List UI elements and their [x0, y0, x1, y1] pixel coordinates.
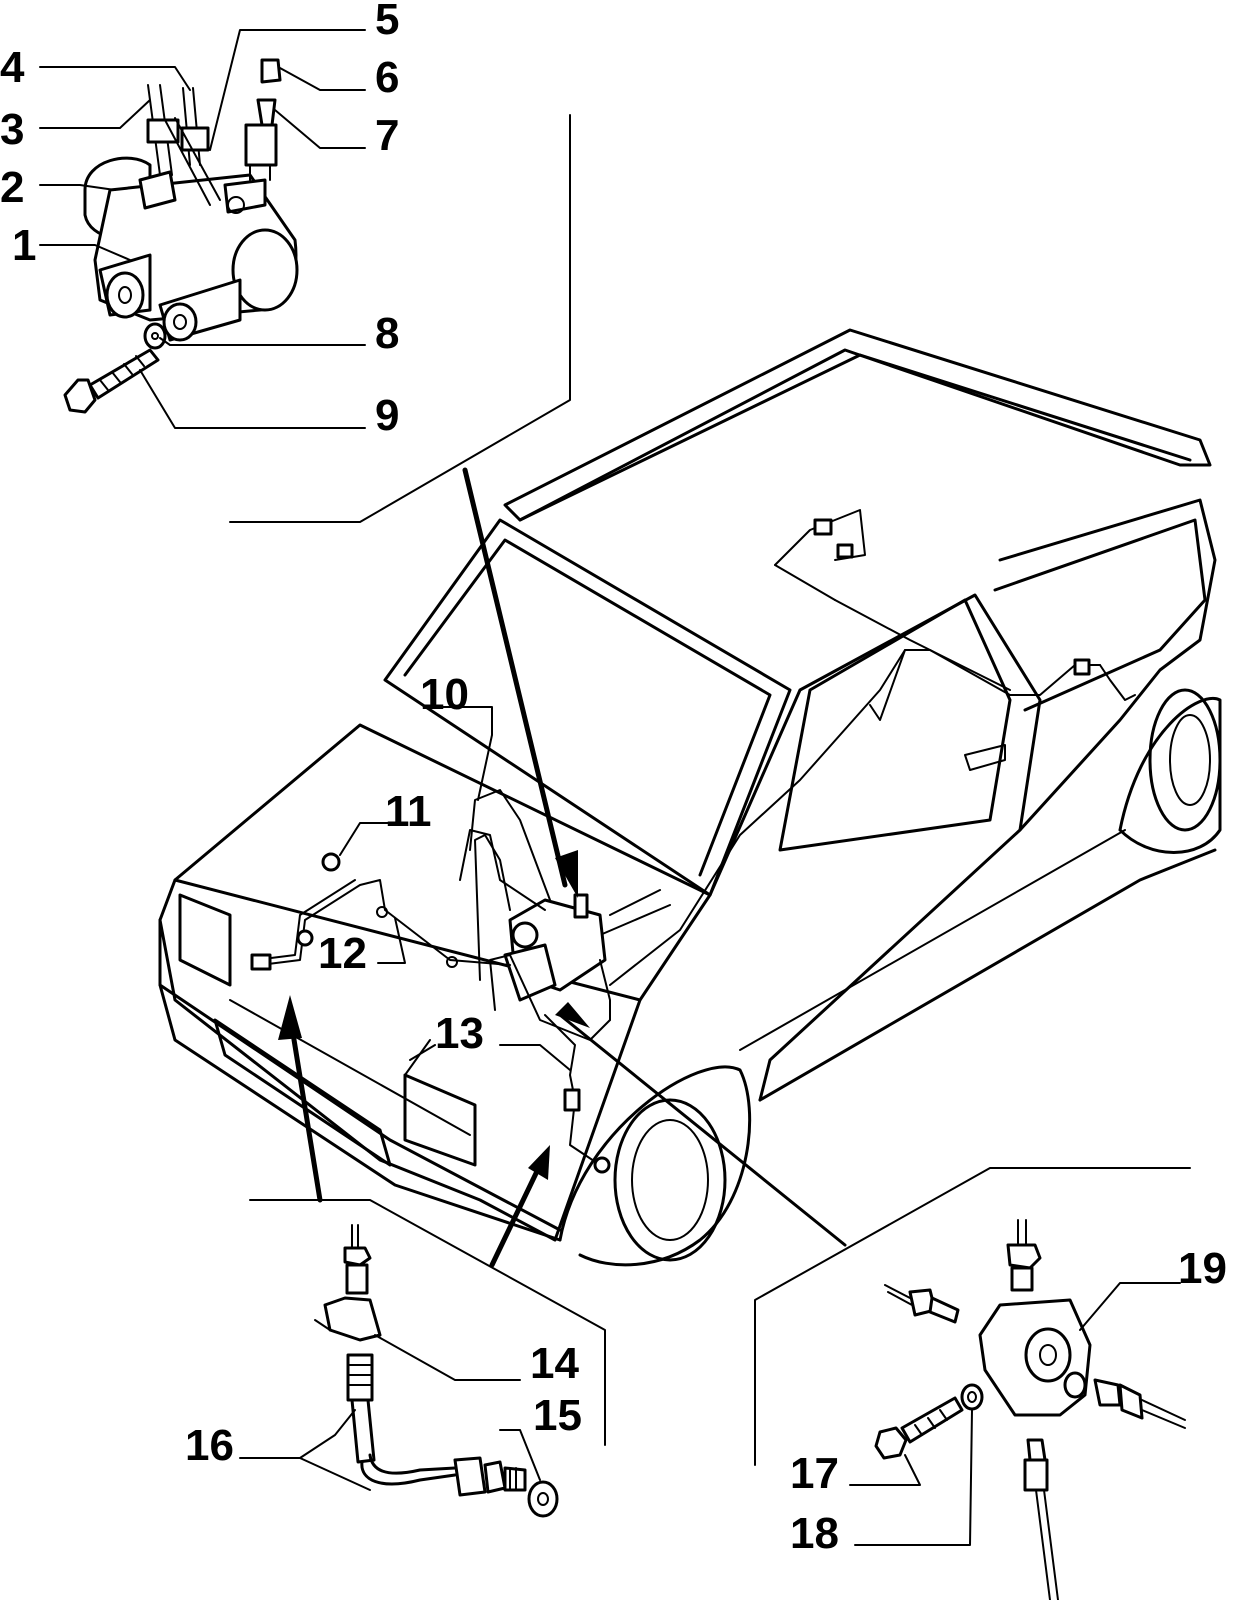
callout-4: 4 — [0, 43, 25, 92]
callout-13: 13 — [435, 1009, 484, 1058]
callout-2: 2 — [0, 163, 24, 212]
leader-lines — [39, 29, 1191, 1546]
callout-6: 6 — [375, 53, 399, 102]
front-hose-detail — [314, 1224, 559, 1518]
callout-10: 10 — [420, 670, 469, 719]
callout-9: 9 — [375, 391, 399, 440]
callout-15: 15 — [533, 1391, 582, 1440]
callout-8: 8 — [375, 309, 399, 358]
callout-7: 7 — [375, 111, 399, 160]
callout-18: 18 — [790, 1509, 839, 1558]
callout-1: 1 — [12, 221, 36, 270]
callout-5: 5 — [375, 0, 399, 44]
callout-labels: 1 2 3 4 5 6 7 8 9 10 11 12 13 14 15 16 1… — [0, 0, 1227, 1558]
callout-17: 17 — [790, 1449, 839, 1498]
callout-19: 19 — [1178, 1244, 1227, 1293]
brake-lines — [250, 509, 1136, 1174]
callout-16: 16 — [185, 1421, 234, 1470]
callout-11: 11 — [385, 787, 432, 836]
callout-12: 12 — [318, 929, 367, 978]
vehicle-outline — [158, 328, 1222, 1267]
callout-14: 14 — [530, 1339, 579, 1388]
master-cylinder-detail — [63, 58, 299, 414]
pressure-regulator-detail — [874, 1219, 1186, 1600]
callout-3: 3 — [0, 105, 24, 154]
